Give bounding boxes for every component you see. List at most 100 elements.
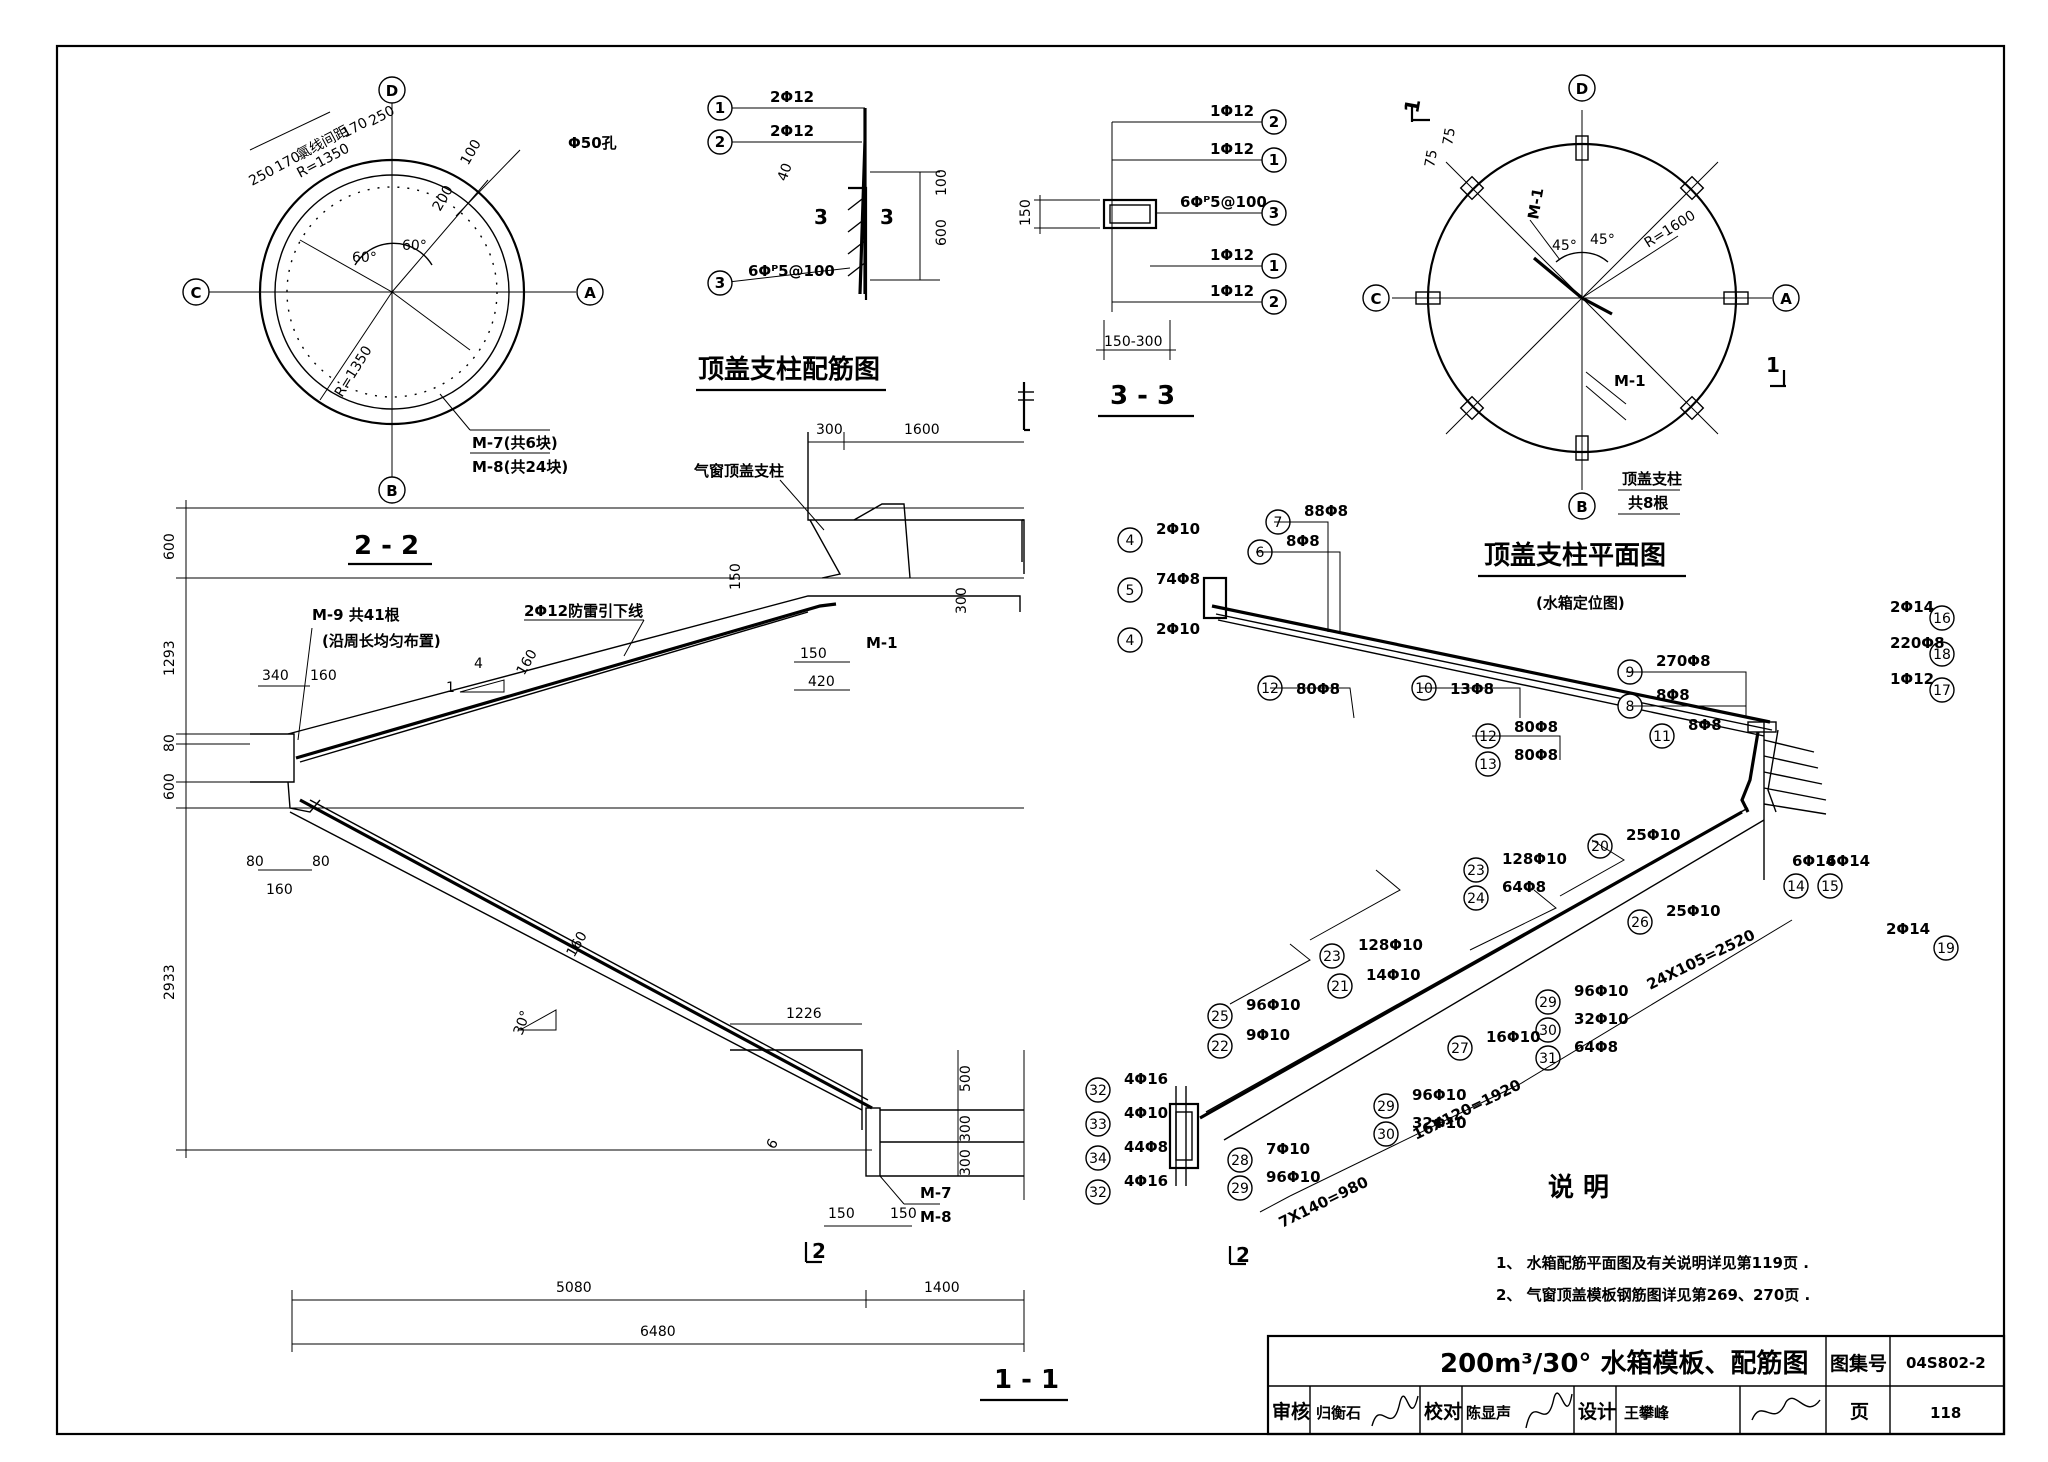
rebar-callout-number: 24 [1467,891,1485,907]
rebar-callout-text: 8Φ8 [1688,716,1722,734]
rebar-callout-number: 29 [1231,1181,1249,1197]
rebar-callout-bubble [1085,1145,1111,1171]
dim-100: 100 [458,137,485,168]
rebar-callout-text: 96Φ10 [1412,1086,1467,1104]
rebar-callout-text: 4Φ16 [1124,1172,1168,1190]
section-mark-2b: 2 [1236,1243,1250,1267]
callout-text-s1: 1Φ12 [1210,102,1254,120]
rebar-callout-text: 96Φ10 [1246,996,1301,1014]
rebar-callout-text: 80Φ8 [1514,718,1558,736]
slope-run: 1 [446,680,455,696]
section-mark-3-right: 3 [880,205,894,229]
page-no: 118 [1930,1404,1961,1422]
notes-heading: 说 明 [1548,1173,1609,1203]
rebar-callout-number: 34 [1089,1151,1107,1167]
rebar-callout-text: 128Φ10 [1358,936,1423,954]
designer-signature [1751,1397,1821,1421]
dim-75-a: 75 [1422,148,1441,168]
rebar-callout-text: 4Φ16 [1124,1070,1168,1088]
rebar-callout-bubble [1817,873,1843,899]
design-label: 设计 [1578,1401,1616,1423]
rebar-callout-number: 6 [1256,545,1265,561]
section-mark-1-bottom: 1 [1766,353,1780,377]
dim-1226: 1226 [786,1006,822,1022]
column-plan-subtitle: (水箱定位图) [1536,594,1625,612]
rebar-callout-text: 32Φ10 [1574,1010,1629,1028]
dim-top-1600: 1600 [904,422,940,438]
column-rebar-detail: 1 2Φ12 2 2Φ12 3 6Φᴾ5@100 40 100 600 3 3 … [696,88,950,392]
rebar-callout-number: 7 [1274,515,1283,531]
rebar-callout-text: 6Φ14 [1792,852,1836,870]
dim-200: 200 [430,183,457,214]
dim-left-80: 80 [162,734,178,752]
dim-600: 600 [934,219,950,246]
rebar-callout-bubble [1085,1077,1111,1103]
sheet-border [55,44,2006,1436]
rebar-callout-text: 88Φ8 [1304,502,1348,520]
rebar-callout-number: 26 [1631,915,1649,931]
rebar-callout-text: 25Φ10 [1626,826,1681,844]
m1-label-top: M-1 [1524,186,1547,220]
dim-top-300: 300 [816,422,843,438]
section-1-1-title: 1 - 1 [994,1365,1059,1395]
rebar-callout-bubble [1227,1175,1253,1201]
rebar-callout-text: 220Φ8 [1890,634,1945,652]
page-label: 页 [1850,1401,1869,1423]
m9-label: M-9 共41根 [312,606,400,624]
rebar-callout-number: 15 [1821,879,1839,895]
rebar-callout-number: 9 [1626,665,1635,681]
dim-150-d: 150 [890,1206,917,1222]
rebar-callout-number: 5 [1126,583,1135,599]
rebar-callout-bubble [1207,1003,1233,1029]
rebar-callout-bubble [1535,989,1561,1015]
spacing-24x105: 24X105=2520 [1644,926,1758,994]
callout-text-c2: 2Φ12 [770,122,814,140]
rebar-callout-text: 14Φ10 [1366,966,1421,984]
angle-45-left: 45° [1552,238,1577,254]
lightning-label: 2Φ12防雷引下线 [524,602,643,620]
section-mark-2: 2 [812,1239,826,1263]
section-mark-3-left: 3 [814,205,828,229]
col-axis-c: C [1370,290,1381,308]
rebar-callout-bubble [1373,1121,1399,1147]
angle-30: 30° [511,1009,535,1038]
rebar-callout-bubble [1929,677,1955,703]
rebar-callout-bubble [1933,935,1959,961]
rebar-callout-bubble [1587,833,1613,859]
rebar-callout-bubble [1783,873,1809,899]
dim-500: 500 [958,1065,974,1092]
rebar-callout-bubble [1475,751,1501,777]
callout-num-s4: 1 [1269,257,1279,275]
rebar-callout-number: 23 [1323,949,1341,965]
note-2: 2、 气窗顶盖模板钢筋图详见第269、270页 . [1496,1286,1810,1304]
rebar-callout-text: 2Φ10 [1156,520,1200,538]
dim-150-a: 150 [728,563,744,590]
dim-150-c: 150 [828,1206,855,1222]
rebar-callout-bubble [1463,857,1489,883]
rebar-callout-text: 16Φ10 [1486,1028,1541,1046]
rebar-callout-text: 7Φ10 [1266,1140,1310,1158]
rebar-callout-number: 30 [1377,1127,1395,1143]
drawing-title: 200m³/30° 水箱模板、配筋图 [1440,1348,1808,1379]
rebar-callout-number: 32 [1089,1185,1107,1201]
rebar-callout-bubble [1929,641,1955,667]
atlas-label: 图集号 [1830,1352,1887,1375]
axis-label-d: D [386,82,398,100]
callout-text-s3: 6Φᴾ5@100 [1180,193,1267,211]
rebar-callout-number: 20 [1591,839,1609,855]
rebar-callout-text: 128Φ10 [1502,850,1567,868]
rebar-callout-text: 2Φ10 [1156,620,1200,638]
designer-name: 王攀峰 [1624,1404,1670,1422]
rebar-callout-text: 80Φ8 [1296,680,1340,698]
m8-label: M-8 [920,1208,952,1226]
dim-left-600b: 600 [162,773,178,800]
rebar-callout-bubble [1373,1093,1399,1119]
rebar-callout-text: 96Φ10 [1266,1168,1321,1186]
rebar-callout-number: 23 [1467,863,1485,879]
rebar-callout-text: 64Φ8 [1502,878,1546,896]
column-plan: D A B C 75 75 45° 45° R=1600 M-1 M-1 顶盖支… [1362,74,1800,612]
rebar-callout-bubble [1447,1035,1473,1061]
callout-text-s5: 1Φ12 [1210,282,1254,300]
dim-left-1293: 1293 [162,640,178,676]
angle-60-right: 60° [402,238,427,254]
